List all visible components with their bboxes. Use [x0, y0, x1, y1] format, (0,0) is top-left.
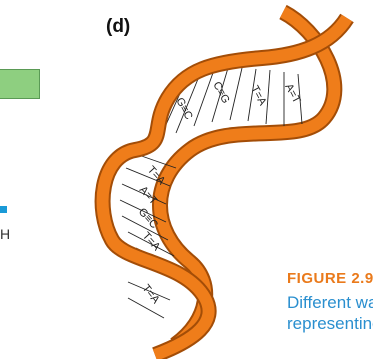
green-highlight-box	[0, 69, 40, 99]
figure-title: FIGURE 2.9	[287, 270, 373, 287]
panel-label: (d)	[106, 16, 131, 37]
figure-caption: Different wa representinc	[287, 292, 373, 334]
base-pair-label: C≡G	[210, 80, 231, 106]
blue-marker	[0, 206, 7, 213]
base-pair-label: A=T	[282, 82, 302, 106]
base-pair-label: T=A	[140, 282, 162, 306]
cropped-text-fragment: H	[0, 226, 11, 242]
caption-line-2: representinc	[287, 314, 373, 333]
base-pair-label: G≡C	[173, 96, 194, 122]
caption-line-1: Different wa	[287, 293, 373, 312]
